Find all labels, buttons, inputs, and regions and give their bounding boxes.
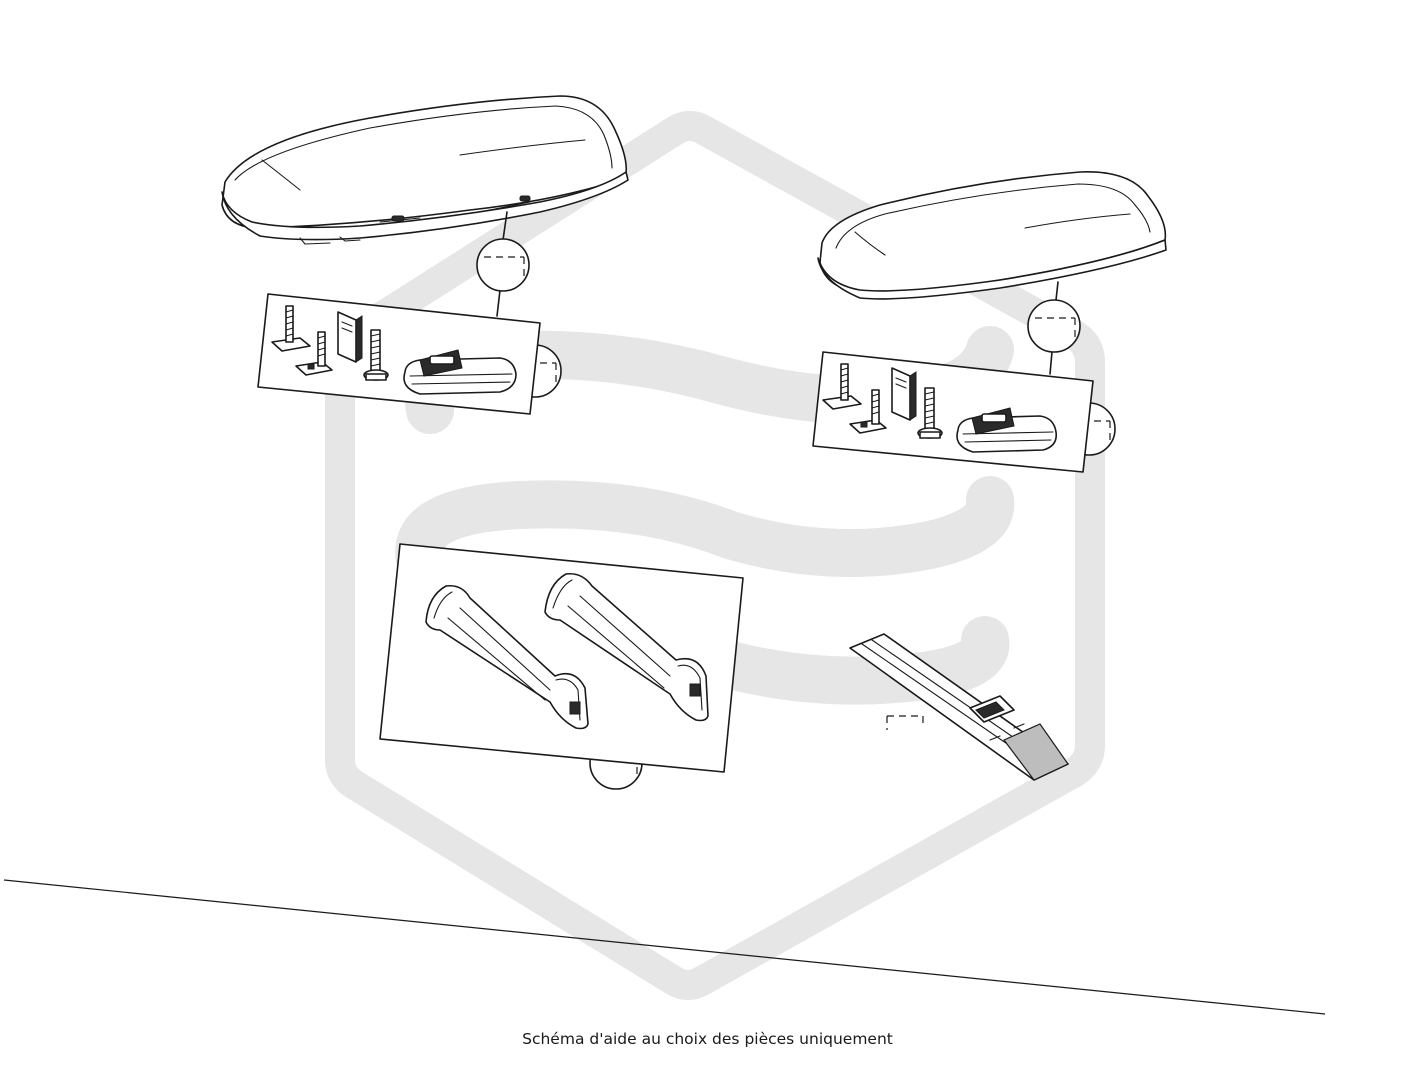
strap-roll-icon xyxy=(403,349,517,395)
t-bolt-plate-icon xyxy=(271,305,311,352)
roof-bar-icon xyxy=(544,572,709,722)
hex-bolt-icon xyxy=(363,329,389,381)
hex-bolt-icon xyxy=(917,387,943,439)
ground-line xyxy=(3,879,1326,1015)
t-bolt-plate-icon xyxy=(822,363,862,410)
callout-strap xyxy=(886,715,924,730)
strap-roll-icon xyxy=(956,407,1058,453)
roof-bar-icon xyxy=(425,584,589,730)
manual-booklet-icon xyxy=(891,367,917,421)
fitting-kit-small[interactable] xyxy=(812,351,1094,473)
connector-lines xyxy=(496,211,1059,375)
t-bolt-plate-icon xyxy=(295,331,333,376)
roof-box-small[interactable] xyxy=(817,171,1167,300)
fitting-kit-large[interactable] xyxy=(257,293,541,415)
roof-box-large[interactable] xyxy=(221,95,629,245)
roof-bars[interactable] xyxy=(379,543,744,773)
manual-booklet-icon xyxy=(337,311,363,363)
callout-box-large xyxy=(476,238,530,292)
t-bolt-plate-icon xyxy=(849,389,887,434)
callout-box-small xyxy=(1027,299,1081,353)
adapter-strap[interactable] xyxy=(849,633,1069,781)
diagram-caption: Schéma d'aide au choix des pièces unique… xyxy=(522,1030,893,1048)
